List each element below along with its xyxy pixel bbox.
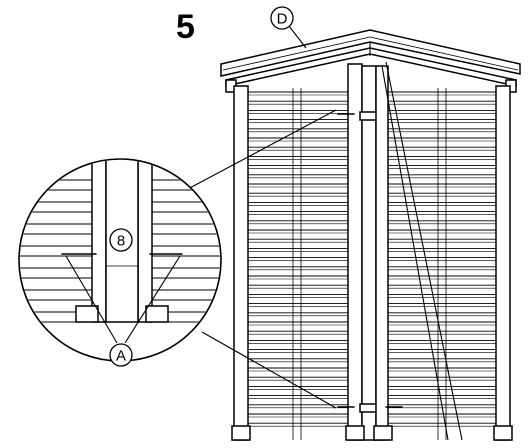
shed-drawing — [220, 29, 521, 441]
callout-panel: D — [270, 6, 307, 49]
callout-panel-label: D — [277, 11, 288, 28]
roof — [220, 29, 521, 93]
callout-screw: A — [65, 255, 181, 367]
callout-count: 8 — [109, 228, 133, 252]
callout-count-label: 8 — [117, 233, 125, 250]
screw-marks — [337, 113, 403, 408]
feet — [231, 425, 513, 441]
detail-magnifier — [18, 109, 337, 409]
step-number: 5 — [176, 8, 195, 46]
left-side-panel — [233, 63, 363, 441]
pointer-line — [385, 61, 463, 441]
callout-screw-label: A — [116, 348, 126, 365]
right-side-panel — [375, 65, 511, 441]
